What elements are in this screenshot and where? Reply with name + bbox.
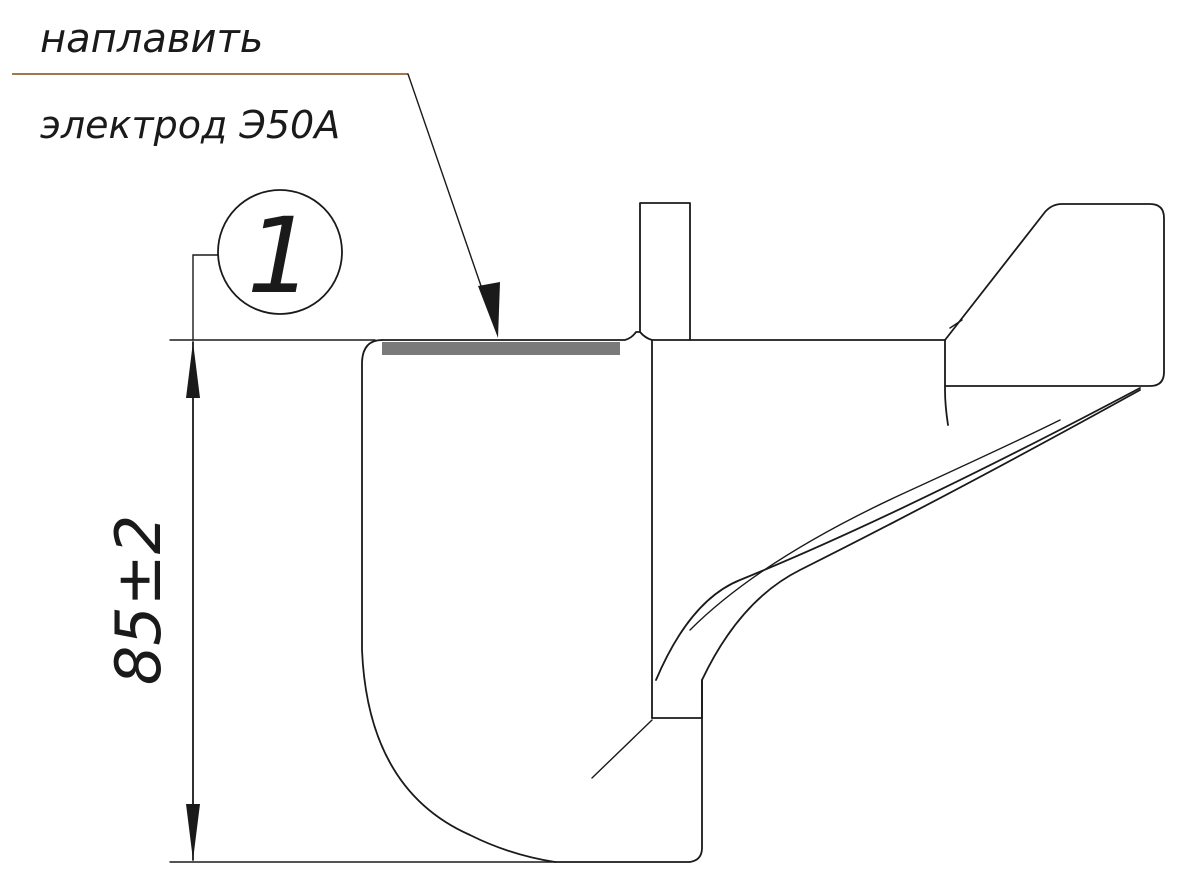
callout-arrowhead [478,282,500,338]
position-marker-circle [217,189,343,315]
callout-instruction-text: наплавить [40,16,263,62]
callout-leader-line [407,73,491,313]
part-flange-chamfer [949,319,963,329]
part-arm-lower-curve [701,389,1141,681]
part-right-flange [944,203,1165,387]
part-arm-upper-curve [655,387,1141,681]
position-marker-number: 1 [247,195,313,317]
part-left-profile [361,339,556,863]
position-marker-leader [192,254,219,341]
part-break-line [591,719,653,779]
part-top-edge [381,331,946,341]
part-rib [639,202,691,341]
callout-material-text: электрод Э50А [40,103,340,147]
part-inner-step [651,679,703,719]
part-arm-inner-curve [689,419,1061,631]
part-flange-inner-edge [944,339,949,426]
dimension-label: 85±2 [102,515,175,685]
dimension-arrow-top [186,342,200,398]
dimension-arrow-bottom [186,804,200,860]
weld-overlay-zone [382,342,620,355]
part-bottom-edge [554,679,703,863]
